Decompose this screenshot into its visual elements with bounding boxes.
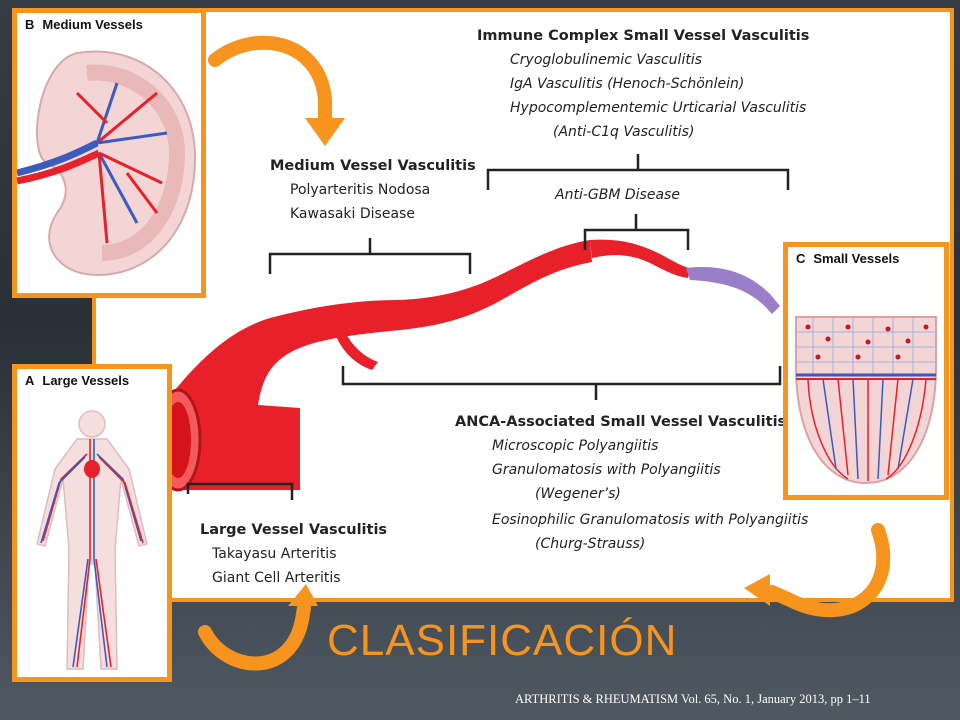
anca-item: (Churg-Strauss) [535,536,646,552]
capillary-illustration [795,316,937,485]
inset-small-vessels: C Small Vessels [783,242,949,500]
medium-vessel-item: Kawasaki Disease [290,206,415,222]
inset-letter: C [796,251,806,266]
large-vessel-item: Giant Cell Arteritis [212,570,341,586]
curved-arrow-icon [208,35,345,146]
anca-item: (Wegener’s) [535,486,621,502]
kidney-illustration [17,50,197,277]
inset-large-vessels: A Large Vessels [12,364,172,682]
citation: ARTHRITIS & RHEUMATISM Vol. 65, No. 1, J… [515,692,871,706]
curved-arrow-icon [198,584,318,671]
curved-arrow-icon [744,523,891,618]
immune-complex-item: Hypocomplementemic Urticarial Vasculitis [510,100,807,116]
anca-heading: ANCA-Associated Small Vessel Vasculitis [455,414,787,430]
immune-complex-item: IgA Vasculitis (Henoch-Schönlein) [510,76,745,92]
inset-label: Large Vessels [42,373,130,388]
large-vessel-item: Takayasu Arteritis [212,546,337,562]
inset-letter: A [25,373,35,388]
inset-medium-vessels: B Medium Vessels [12,8,206,298]
anca-item: Microscopic Polyangiitis [492,438,659,454]
medium-vessel-heading: Medium Vessel Vasculitis [270,158,476,174]
medium-vessel-item: Polyarteritis Nodosa [290,182,431,198]
anca-item: Eosinophilic Granulomatosis with Polyang… [492,512,809,528]
slide-title: CLASIFICACIÓN [327,616,678,665]
anti-gbm-label: Anti-GBM Disease [555,187,680,203]
brackets [186,154,790,500]
inset-label: Medium Vessels [42,17,143,32]
inset-letter: B [25,17,35,32]
body-illustration [36,410,148,670]
immune-complex-item: Cryoglobulinemic Vasculitis [510,52,703,68]
immune-complex-item: (Anti-C1q Vasculitis) [553,124,695,140]
anca-item: Granulomatosis with Polyangiitis [492,462,721,478]
inset-label: Small Vessels [813,251,900,266]
immune-complex-heading: Immune Complex Small Vessel Vasculitis [477,28,810,44]
large-vessel-heading: Large Vessel Vasculitis [200,522,388,538]
